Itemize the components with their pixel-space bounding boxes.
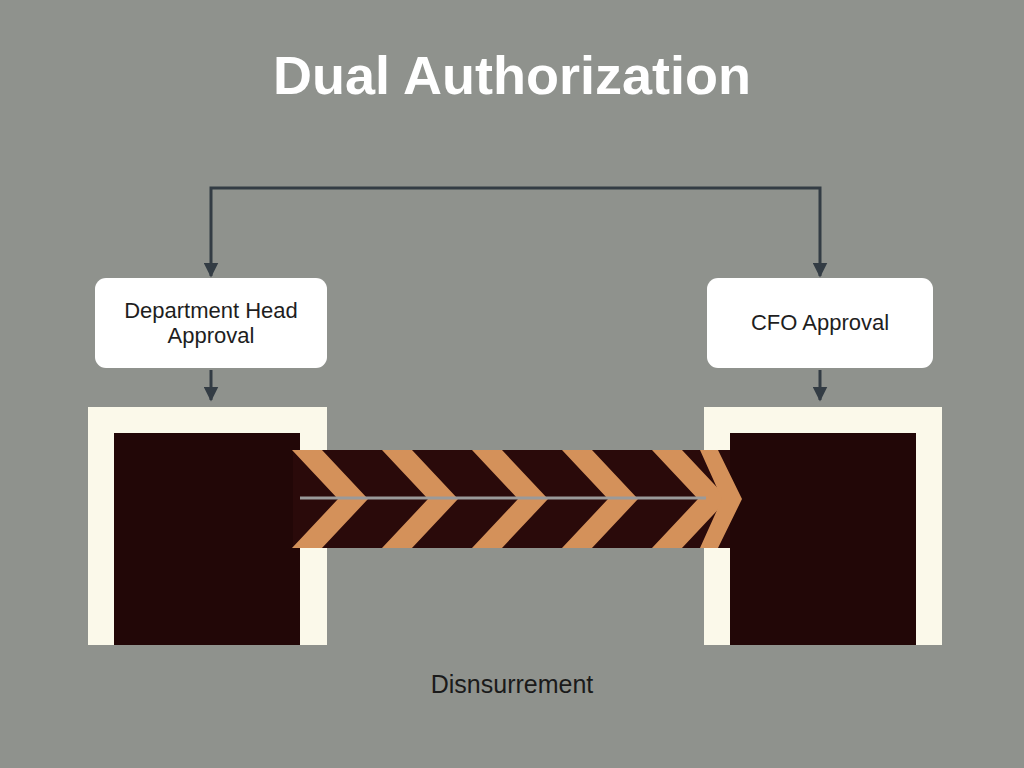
approval-box: CFO Approval <box>707 278 933 368</box>
approval-box: Department Head Approval <box>95 278 327 368</box>
box-label: Department Head Approval <box>107 298 315 349</box>
transfer-band <box>293 450 730 548</box>
caption-label: Disnsurrement <box>0 670 1024 699</box>
diagram-title: Dual Authorization <box>0 44 1024 106</box>
vault-frame <box>88 407 327 645</box>
vault-door <box>114 433 300 645</box>
chevron-tip <box>700 450 742 548</box>
box-label: CFO Approval <box>751 310 889 335</box>
drop-arrow <box>210 370 213 400</box>
vault-frame <box>704 407 942 645</box>
chevron-group <box>292 450 728 548</box>
drop-arrow <box>819 370 822 400</box>
center-line <box>300 497 706 500</box>
vault-door <box>730 433 916 645</box>
approval-connector <box>211 188 820 276</box>
